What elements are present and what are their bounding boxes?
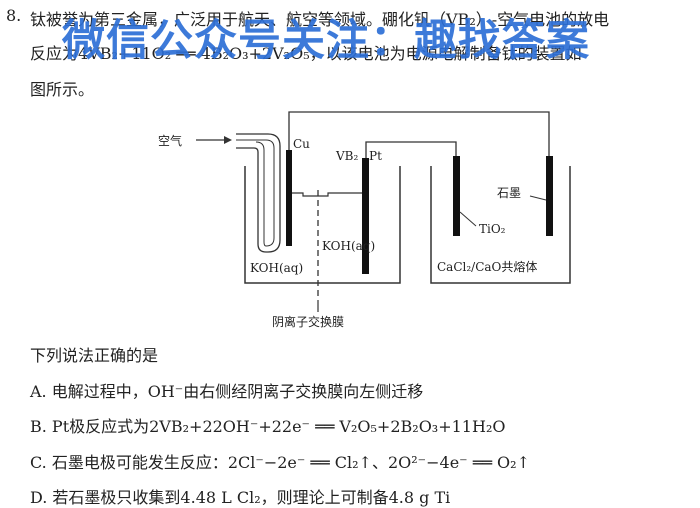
wire-cu-to-graphite: [288, 111, 550, 156]
koh-right-label: KOH(aq): [322, 239, 375, 253]
electrolysis-cell-container: [430, 166, 571, 284]
wire-pt-to-tio2: [365, 141, 457, 158]
question-prompt: 下列说法正确的是: [30, 346, 159, 365]
question-stem-line-2: 反应为4VB₂+11O₂ ══ 4B₂O₃+2V₂O₅，以该电池为电源电解制备钛…: [30, 44, 582, 63]
tio2-leader: [459, 211, 477, 227]
question-number: 8.: [6, 6, 22, 25]
battery-cell-container: [244, 166, 401, 284]
air-label: 空气: [158, 133, 182, 148]
tio2-label: TiO₂: [479, 222, 506, 236]
graphite-electrode: [546, 156, 553, 236]
air-arrow-head: [224, 136, 232, 144]
vb2-pt-electrode: [362, 158, 369, 274]
pt-label: Pt: [369, 149, 382, 163]
air-tube-inner: [236, 139, 275, 247]
vb2-label: VB₂: [335, 149, 358, 163]
koh-left-label: KOH(aq): [250, 261, 303, 275]
option-b: B. Pt极反应式为2VB₂+22OH⁻+22e⁻ ══ V₂O₅+2B₂O₃+…: [30, 417, 506, 436]
cu-electrode: [286, 150, 292, 246]
graphite-leader: [529, 195, 547, 201]
membrane-label: 阴离子交换膜: [272, 314, 344, 329]
graphite-label: 石墨: [497, 186, 521, 200]
question-stem-line-3: 图所示。: [30, 80, 95, 99]
cu-label: Cu: [293, 137, 310, 151]
option-a: A. 电解过程中，OH⁻由右侧经阴离子交换膜向左侧迁移: [30, 382, 424, 401]
electrolyte-surface: [292, 192, 362, 197]
tio2-electrode: [453, 156, 460, 236]
watermark: 微信公众号关注：趣找答案: [62, 16, 590, 66]
option-d: D. 若石墨极只收集到4.48 L Cl₂，则理论上可制备4.8 g Ti: [30, 488, 451, 507]
option-c: C. 石墨电极可能发生反应：2Cl⁻−2e⁻ ══ Cl₂↑、2O²⁻−4e⁻ …: [30, 453, 530, 472]
melt-label: CaCl₂/CaO共熔体: [437, 259, 537, 274]
question-stem-line-1: 钛被誉为第三金属，广泛用于航天、航空等领域。硼化钒（VB₂）-空气电池的放电: [30, 10, 610, 29]
air-tube-outer: [236, 133, 281, 253]
